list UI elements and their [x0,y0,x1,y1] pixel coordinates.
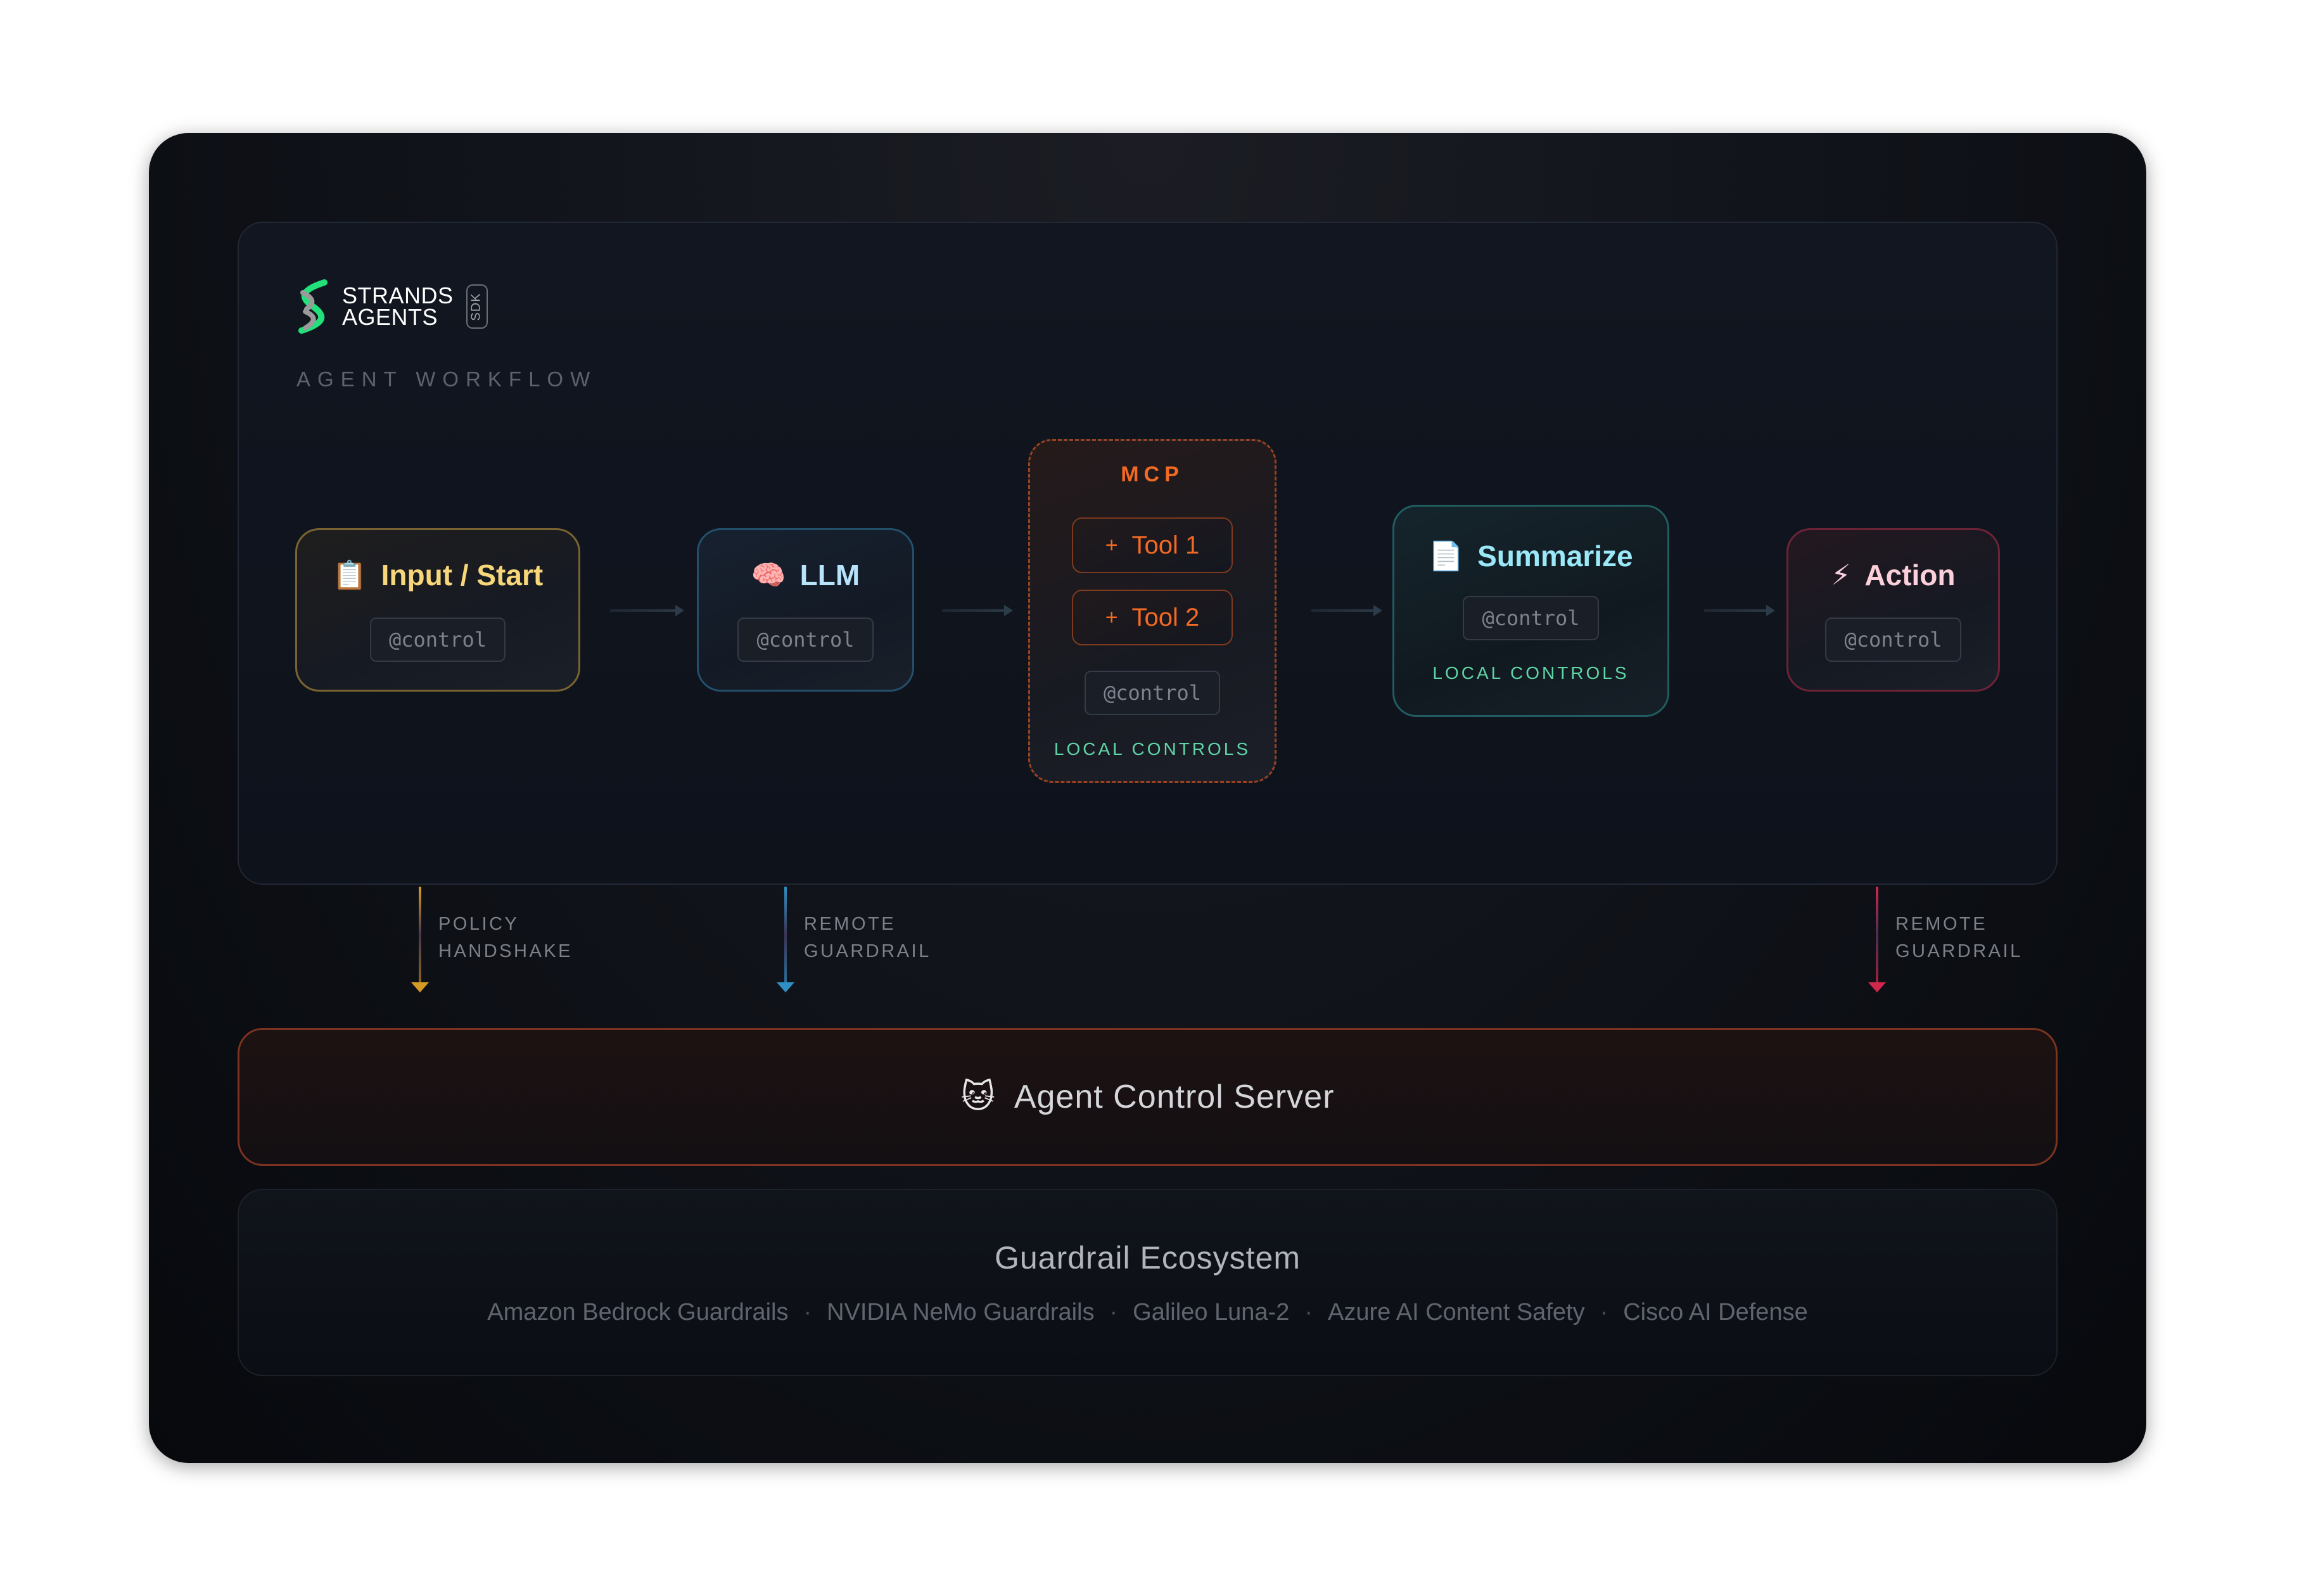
node-llm[interactable]: 🧠 LLM @control [697,528,914,692]
flow-arrow [942,605,1013,616]
remote-guardrail-arrow [777,887,794,992]
sdk-badge: SDK [466,284,488,329]
brand-name: STRANDS AGENTS [342,282,454,330]
provider-list: Amazon Bedrock Guardrails · NVIDIA NeMo … [487,1298,1808,1326]
node-summarize[interactable]: 📄 Summarize @control LOCAL CONTROLS [1392,505,1669,717]
flow-arrow [610,605,684,616]
provider-item: Azure AI Content Safety [1328,1298,1585,1326]
server-title: Agent Control Server [1014,1079,1335,1115]
control-chip: @control [1825,618,1961,662]
section-label: AGENT WORKFLOW [296,367,597,391]
tool-1-button[interactable]: + Tool 1 [1072,517,1233,573]
plus-icon: + [1105,605,1118,630]
node-title: Input / Start [381,559,544,592]
strands-helix-icon [298,279,328,334]
remote-guardrail-arrow [1868,887,1886,992]
cat-mascot-icon: 🐱 [960,1079,995,1115]
agent-control-server[interactable]: 🐱 Agent Control Server [238,1028,2058,1166]
local-controls-label: LOCAL CONTROLS [1054,739,1251,759]
clipboard-icon: 📋 [332,560,367,591]
plus-icon: + [1105,533,1118,557]
node-title: Action [1864,559,1956,592]
provider-item: Galileo Luna-2 [1133,1298,1290,1326]
mcp-label: MCP [1121,462,1184,486]
policy-handshake-arrow [411,887,429,992]
guardrail-ecosystem: Guardrail Ecosystem Amazon Bedrock Guard… [238,1189,2058,1376]
node-mcp[interactable]: MCP + Tool 1 + Tool 2 @control LOCAL CON… [1028,439,1276,783]
control-chip: @control [1463,595,1599,640]
brain-icon: 🧠 [751,560,786,591]
arrow-down-icon [1868,982,1886,992]
local-controls-label: LOCAL CONTROLS [1432,662,1629,683]
node-input-start[interactable]: 📋 Input / Start @control [295,528,580,692]
document-icon: 📄 [1429,540,1464,572]
node-title: Summarize [1477,539,1633,573]
ecosystem-title: Guardrail Ecosystem [994,1239,1301,1276]
strands-agents-logo: STRANDS AGENTS SDK [295,279,488,334]
lightning-icon: ⚡ [1831,559,1851,591]
provider-item: Amazon Bedrock Guardrails [487,1298,789,1326]
control-chip: @control [737,618,874,662]
arrow-down-icon [777,982,794,992]
flow-arrow [1704,605,1775,616]
tool-2-button[interactable]: + Tool 2 [1072,590,1233,645]
node-action[interactable]: ⚡ Action @control [1786,528,2000,692]
node-title: LLM [799,559,860,592]
control-chip: @control [1084,671,1221,715]
provider-item: Cisco AI Defense [1623,1298,1808,1326]
arrow-down-icon [411,982,429,992]
provider-item: NVIDIA NeMo Guardrails [827,1298,1095,1326]
flow-arrow [1311,605,1382,616]
control-chip: @control [369,618,506,662]
